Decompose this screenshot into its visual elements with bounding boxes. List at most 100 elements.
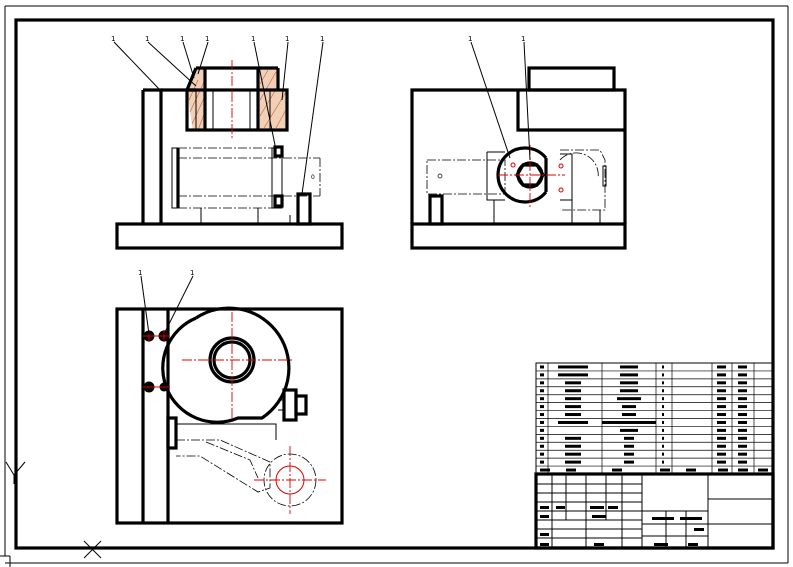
bom-cell-mark — [738, 389, 747, 393]
bom-cell-mark — [624, 460, 634, 464]
bom-cell-mark — [565, 460, 581, 464]
bom-cell-mark — [540, 397, 544, 401]
bom-cell-mark — [717, 389, 726, 393]
bom-cell-mark — [540, 444, 544, 448]
bom-cell-mark — [738, 373, 747, 377]
title-block — [534, 472, 775, 550]
bom-cell-mark — [717, 381, 726, 385]
bom-cell-mark — [738, 420, 747, 424]
bom-cell-mark — [540, 389, 544, 393]
bom-cell-mark — [738, 460, 747, 464]
bom-cell-mark — [602, 420, 656, 424]
bom-header-mark — [566, 468, 576, 472]
bom-cell-mark — [540, 460, 544, 464]
bom-cell-mark — [540, 365, 544, 369]
bom-cell-mark — [622, 413, 636, 417]
bom-header-mark — [758, 468, 768, 472]
bom-cell-mark — [717, 452, 726, 456]
leader-label: 1 — [180, 35, 184, 43]
bom-cell-mark — [617, 397, 641, 401]
bom-cell-mark — [738, 413, 747, 417]
bom-cell-mark — [717, 365, 726, 369]
bom-cell-mark — [738, 436, 747, 440]
leader-label: 1 — [251, 35, 255, 43]
leader-label: 1 — [468, 35, 472, 43]
bom-cell-mark — [717, 373, 726, 377]
bill-of-materials — [535, 362, 774, 475]
bom-cell-mark — [540, 413, 544, 417]
bom-cell-mark — [565, 397, 581, 401]
bom-cell-mark — [738, 452, 747, 456]
bom-cell-mark — [717, 436, 726, 440]
bom-cell-mark — [738, 405, 747, 409]
bom-cell-mark — [738, 397, 747, 401]
bom-cell-mark — [717, 413, 726, 417]
bom-cell-mark — [662, 460, 664, 464]
bom-cell-mark — [662, 428, 664, 432]
bom-cell-mark — [717, 405, 726, 409]
detail-mark: 0 — [311, 174, 315, 181]
bom-cell-mark — [662, 381, 664, 385]
bom-cell-mark — [565, 452, 581, 456]
bom-header-mark — [660, 468, 670, 472]
bom-cell-mark — [558, 420, 588, 424]
bom-header-mark — [686, 468, 696, 472]
bom-cell-mark — [624, 452, 634, 456]
top-view — [115, 306, 344, 525]
bom-header-mark — [718, 468, 728, 472]
leader-label: 1 — [138, 269, 142, 277]
leader-label: 1 — [190, 269, 194, 277]
leaders-front — [113, 41, 324, 195]
bom-cell-mark — [540, 373, 544, 377]
leader-label: 1 — [320, 35, 324, 43]
bom-cell-mark — [620, 381, 638, 385]
bom-cell-mark — [662, 436, 664, 440]
bom-cell-mark — [717, 444, 726, 448]
bom-cell-mark — [620, 373, 638, 377]
bom-cell-mark — [662, 444, 664, 448]
bom-header-mark — [738, 468, 748, 472]
bom-cell-mark — [662, 373, 664, 377]
drawing-frame — [4, 5, 789, 564]
bom-cell-mark — [624, 444, 634, 448]
bom-cell-mark — [624, 436, 634, 440]
bom-cell-mark — [565, 413, 581, 417]
bom-cell-mark — [738, 365, 747, 369]
leader-label: 1 — [285, 35, 289, 43]
bom-cell-mark — [662, 397, 664, 401]
bom-cell-mark — [717, 460, 726, 464]
bom-cell-mark — [565, 381, 581, 385]
bom-cell-mark — [620, 365, 638, 369]
leader-label: 1 — [145, 35, 149, 43]
bom-cell-mark — [738, 381, 747, 385]
bom-cell-mark — [558, 365, 588, 369]
section-hatch — [187, 68, 288, 131]
bom-cell-mark — [620, 389, 638, 393]
bom-cell-mark — [662, 413, 664, 417]
bom-cell-mark — [540, 405, 544, 409]
leaders-top — [140, 275, 194, 335]
bom-cell-mark — [565, 405, 581, 409]
bom-cell-mark — [662, 405, 664, 409]
bom-cell-mark — [565, 436, 581, 440]
front-section-view: 0 — [115, 60, 344, 250]
bom-cell-mark — [540, 452, 544, 456]
bom-cell-mark — [558, 373, 588, 377]
bom-cell-mark — [662, 420, 664, 424]
bom-cell-mark — [540, 381, 544, 385]
bom-cell-mark — [540, 436, 544, 440]
bom-cell-mark — [620, 428, 638, 432]
bom-cell-mark — [662, 365, 664, 369]
bom-cell-mark — [565, 389, 581, 393]
leader-labels: 1 1 1 1 1 1 1 1 1 1 1 — [111, 35, 525, 277]
bom-cell-mark — [738, 444, 747, 448]
bom-cell-mark — [540, 420, 544, 424]
bom-cell-mark — [622, 405, 636, 409]
axis-marker — [0, 461, 102, 567]
bom-cell-mark — [717, 397, 726, 401]
side-view — [410, 66, 627, 250]
bom-cell-mark — [565, 444, 581, 448]
bom-cell-mark — [662, 389, 664, 393]
bom-cell-mark — [662, 452, 664, 456]
